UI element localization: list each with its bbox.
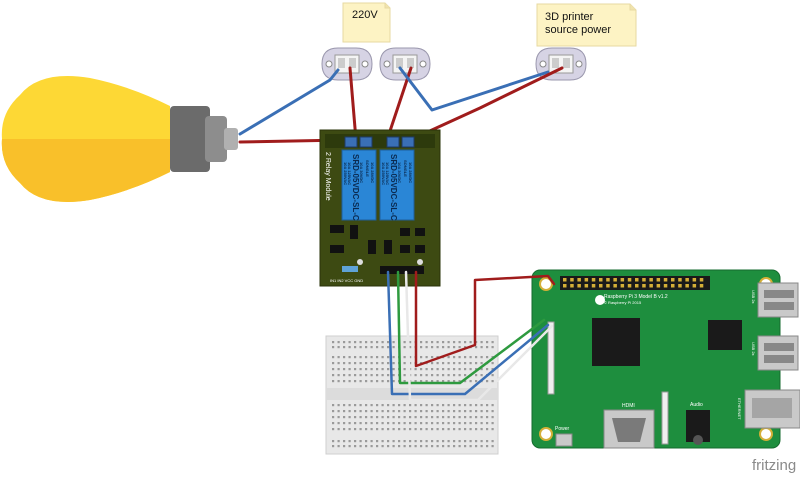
note-220v-text: 220V (352, 9, 378, 21)
relay-module-title: 2 Relay Module (324, 152, 331, 201)
hdmi-port (603, 409, 655, 449)
usb-port-1 (757, 282, 799, 318)
raspberry-pi: Raspberry Pi 3 Model B v1.2 © Raspberry … (531, 269, 800, 449)
control-wires (386, 270, 556, 402)
relay-pin-labels: IN1 IN2 VCC GND (330, 278, 363, 283)
wire-green-control (396, 270, 546, 385)
relay-1-rating-3: 10A 28VDC (370, 162, 375, 183)
relay-1-model: SRD-05VDC-SL-C (351, 154, 360, 221)
usb-label-2: USB 2x (751, 342, 756, 356)
relay-2-rating-2: 10A 30VDC (397, 162, 402, 183)
fritzing-logo: fritzing (752, 457, 796, 474)
relay-2-model: SRD-05VDC-SL-C (389, 154, 398, 221)
relay-1-rating-1: 10A 125VAC (347, 162, 352, 185)
pi-model-label: Raspberry Pi 3 Model B v1.2 (604, 294, 668, 300)
relay-2-rating-3: 10A 28VDC (408, 162, 413, 183)
relay-1-brand: SONGLE (365, 160, 370, 177)
note-printer-line2: source power (545, 24, 611, 36)
light-bulb (1, 76, 238, 202)
relay-2-brand: SONGLE (403, 160, 408, 177)
audio-jack (686, 410, 710, 445)
relay-1: SRD-05VDC-SL-C SONGLE 10A 250VAC 10A 125… (341, 149, 377, 221)
usb-label-1: USB 2x (751, 290, 756, 304)
note-printer-line1: 3D printer (545, 11, 594, 23)
note-printer-power: 3D printer source power (536, 3, 637, 47)
raspberry-logo-icon (595, 295, 605, 305)
note-220v: 220V (342, 2, 391, 43)
wire-blue-mains-link (398, 66, 550, 112)
breadboard-holes (332, 341, 494, 448)
relay-2-rating-1: 10A 125VAC (385, 162, 390, 185)
pi-soc-chip (592, 318, 640, 366)
ethernet-label: ETHERNET (737, 398, 742, 420)
relay-2-rating-0: 10A 250VAC (381, 162, 386, 185)
pi-copyright: © Raspberry Pi 2015 (604, 300, 642, 305)
relay-1-rating-0: 10A 250VAC (343, 162, 348, 185)
relay-1-rating-2: 10A 30VDC (359, 162, 364, 183)
wire-red-control (414, 270, 556, 368)
usb-port-2 (757, 335, 799, 371)
wire-blue-control (386, 270, 550, 396)
wire-red-printer (408, 66, 564, 142)
power-port (555, 433, 573, 447)
gpio-header (563, 278, 704, 288)
terminal-connector-3 (535, 47, 587, 81)
power-label: Power (555, 426, 570, 432)
terminal-connector-1 (321, 47, 373, 81)
hdmi-label: HDMI (622, 403, 635, 409)
wire-white-control (404, 270, 554, 402)
ethernet-port (744, 389, 800, 429)
relay-2: SRD-05VDC-SL-C SONGLE 10A 250VAC 10A 125… (379, 149, 415, 221)
relay-module: SRD-05VDC-SL-C SONGLE 10A 250VAC 10A 125… (319, 129, 441, 287)
audio-label: Audio (690, 402, 703, 408)
wire-red-relay-link (385, 66, 413, 142)
wire-red-mains-to-relay (348, 66, 358, 142)
wire-blue-bulb (238, 68, 340, 136)
